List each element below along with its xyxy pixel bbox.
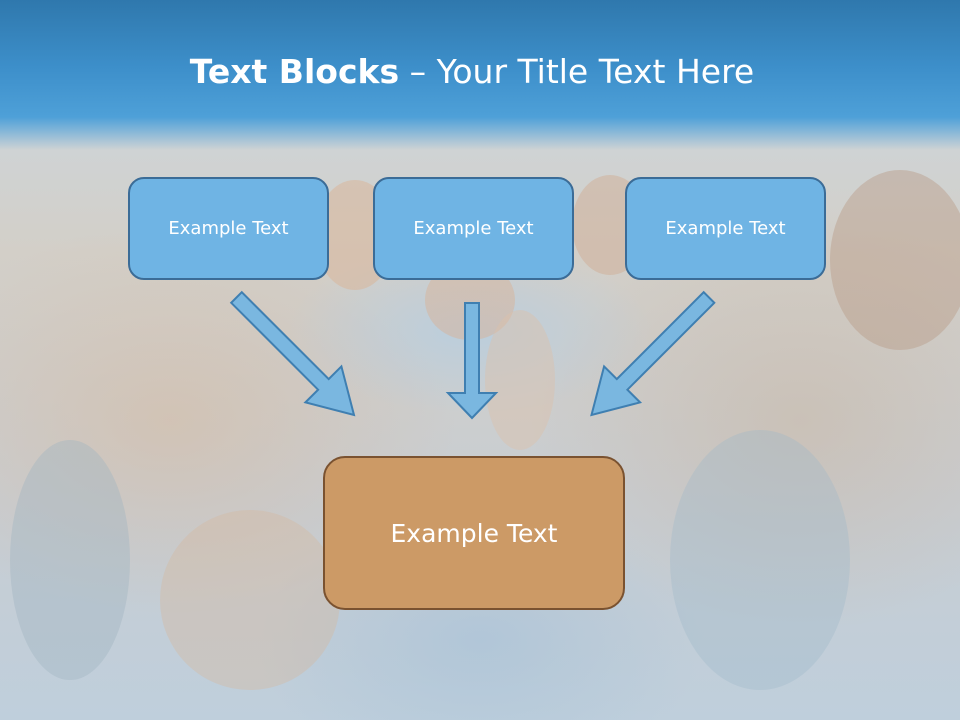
- text-block-3[interactable]: Example Text: [625, 177, 826, 280]
- arrow-left-diagonal: [229, 290, 356, 417]
- target-block[interactable]: Example Text: [323, 456, 625, 610]
- arrow-right-diagonal: [590, 290, 716, 417]
- slide-title: Text Blocks – Your Title Text Here: [0, 52, 944, 91]
- text-block-1[interactable]: Example Text: [128, 177, 329, 280]
- arrow-center-down: [445, 302, 499, 420]
- title-bar: [0, 0, 960, 150]
- text-block-2[interactable]: Example Text: [373, 177, 574, 280]
- title-rest: Your Title Text Here: [436, 52, 755, 91]
- title-bold: Text Blocks: [189, 52, 400, 91]
- title-separator: –: [399, 52, 437, 91]
